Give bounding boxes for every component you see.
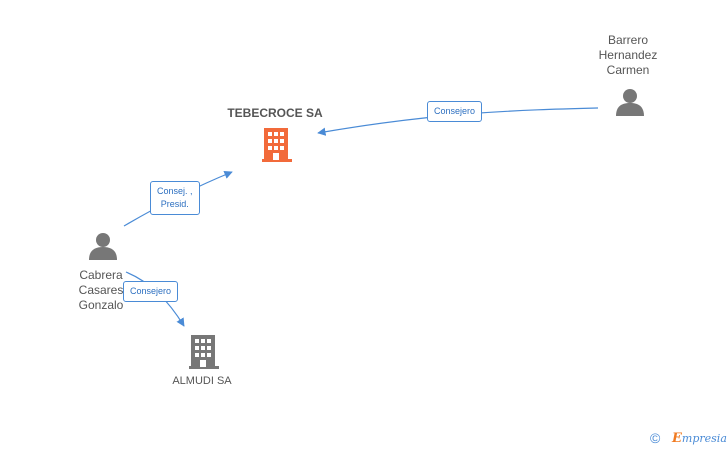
company-label-tebecroce[interactable]: TEBECROCE SA [227, 106, 323, 120]
person-icon-barrero[interactable] [616, 89, 644, 116]
person-label-barrero[interactable]: Barrero Hernandez Carmen [598, 33, 658, 77]
building-icon-tebecroce[interactable] [262, 128, 292, 162]
copyright-icon: © [650, 430, 661, 446]
person-icon-cabrera[interactable] [89, 233, 117, 260]
brand-initial: E [672, 431, 682, 446]
person-label-cabrera[interactable]: Cabrera Casares Gonzalo [78, 268, 124, 312]
edge-label-consejero-cabrera: Consejero [123, 281, 179, 302]
company-label-almudi[interactable]: ALMUDI SA [172, 375, 232, 387]
edge-label-consejero-barrero: Consejero [427, 101, 483, 122]
empresia-logo[interactable]: Empresia [672, 431, 727, 446]
edge-label-consej-presid-cabrera: Consej. , Presid. [150, 181, 200, 215]
building-icon-almudi[interactable] [189, 335, 219, 369]
brand-rest: mpresia [681, 432, 727, 445]
